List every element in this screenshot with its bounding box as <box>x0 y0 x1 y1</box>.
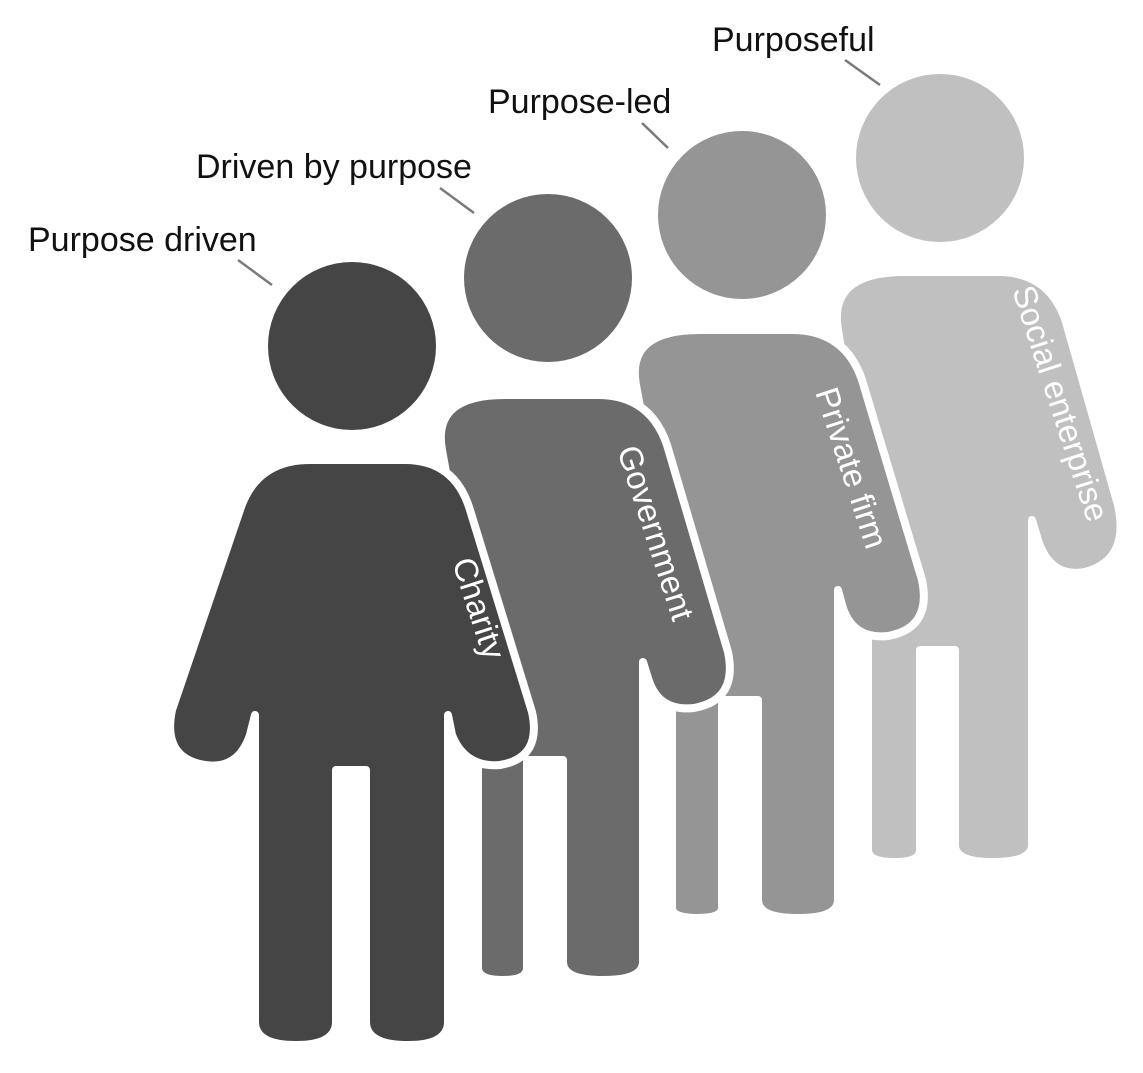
figure-head <box>650 123 834 307</box>
figure-social-enterprise: Social enterprise <box>832 66 1125 866</box>
leader-line-purpose-driven <box>237 258 273 287</box>
caption-purpose-led: Purpose-led <box>488 83 671 121</box>
leader-line-purpose-led <box>641 122 669 149</box>
figure-body <box>630 326 928 922</box>
leader-line-driven-by-purpose <box>439 186 475 215</box>
figure-body <box>832 268 1125 866</box>
caption-driven-by-purpose: Driven by purpose <box>196 148 472 186</box>
caption-purposeful: Purposeful <box>712 21 875 59</box>
figure-body <box>436 391 734 984</box>
figure-head <box>456 186 640 370</box>
figure-private-firm: Private firm <box>630 123 928 922</box>
leader-line-purposeful <box>844 58 881 87</box>
figure-head <box>848 66 1032 250</box>
figure-charity: Charity <box>166 254 538 1049</box>
figure-head <box>260 254 444 438</box>
figure-body <box>166 456 538 1049</box>
figure-government: Government <box>436 186 734 984</box>
caption-purpose-driven: Purpose driven <box>28 221 257 259</box>
